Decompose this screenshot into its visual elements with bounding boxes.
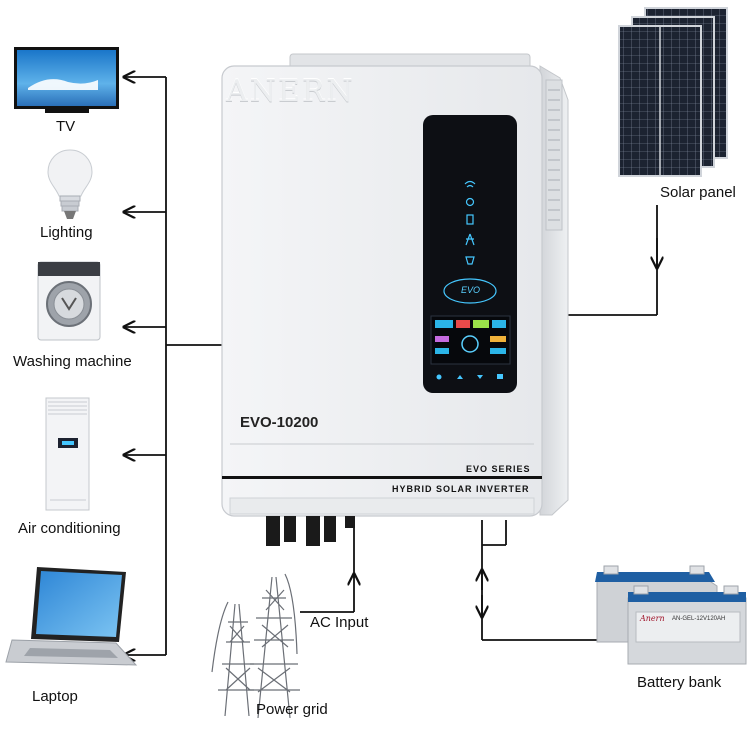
tv-label: TV [56, 118, 76, 135]
inverter-series-label: EVO SERIES [466, 464, 531, 474]
tv-icon [14, 47, 119, 113]
inverter-unit [221, 53, 569, 546]
solar-panel-label: Solar panel [660, 184, 736, 201]
load-status-icon [465, 256, 475, 265]
battery-bank-label: Battery bank [637, 674, 722, 691]
heatsink-fins [548, 89, 560, 221]
power-grid-icon [211, 573, 300, 719]
light-bulb-icon [47, 149, 93, 219]
air-conditioner-icon [45, 397, 90, 511]
inverter-black-stripe [222, 476, 542, 479]
evo-badge-ring [443, 278, 497, 304]
wifi-icon [464, 180, 476, 188]
inverter-brand-logo: ANERN [226, 74, 355, 109]
air-conditioning-label: Air conditioning [18, 520, 121, 537]
battery-status-icon [466, 214, 474, 225]
ac-input-label: AC Input [310, 614, 369, 631]
display-nav-buttons [436, 374, 503, 380]
load-wiring [124, 77, 222, 655]
inverter-heatsink [545, 79, 563, 231]
laptop-icon [5, 567, 138, 666]
status-indicator-icons [464, 180, 476, 265]
solar-panel-icon [618, 7, 728, 177]
inverter-cable-glands [266, 516, 355, 546]
power-grid-label: Power grid [256, 701, 328, 718]
battery-bank-icon [595, 565, 747, 665]
battery-brand-label: Anern [640, 614, 665, 623]
inverter-bottom-lip [229, 497, 535, 515]
lighting-label: Lighting [40, 224, 93, 241]
inverter-model-label: EVO-10200 [240, 414, 319, 431]
laptop-label: Laptop [32, 688, 78, 705]
ac-input-wiring [300, 520, 354, 613]
display-button-menu[interactable] [436, 374, 442, 380]
display-button-enter[interactable] [497, 374, 503, 379]
battery-wiring [482, 520, 600, 641]
lcd-readouts [435, 320, 506, 354]
display-button-down[interactable] [477, 375, 483, 379]
power-status-icon [465, 197, 475, 207]
grid-status-icon [465, 233, 475, 246]
solar-wiring [568, 205, 657, 316]
washing-machine-label: Washing machine [13, 353, 132, 370]
washing-machine-icon [37, 261, 101, 341]
inverter-evo-badge: EVO [461, 285, 481, 295]
inverter-product-label: HYBRID SOLAR INVERTER [392, 484, 530, 494]
display-button-up[interactable] [457, 375, 463, 379]
battery-model-label: AN-GEL-12V120AH [672, 616, 726, 622]
